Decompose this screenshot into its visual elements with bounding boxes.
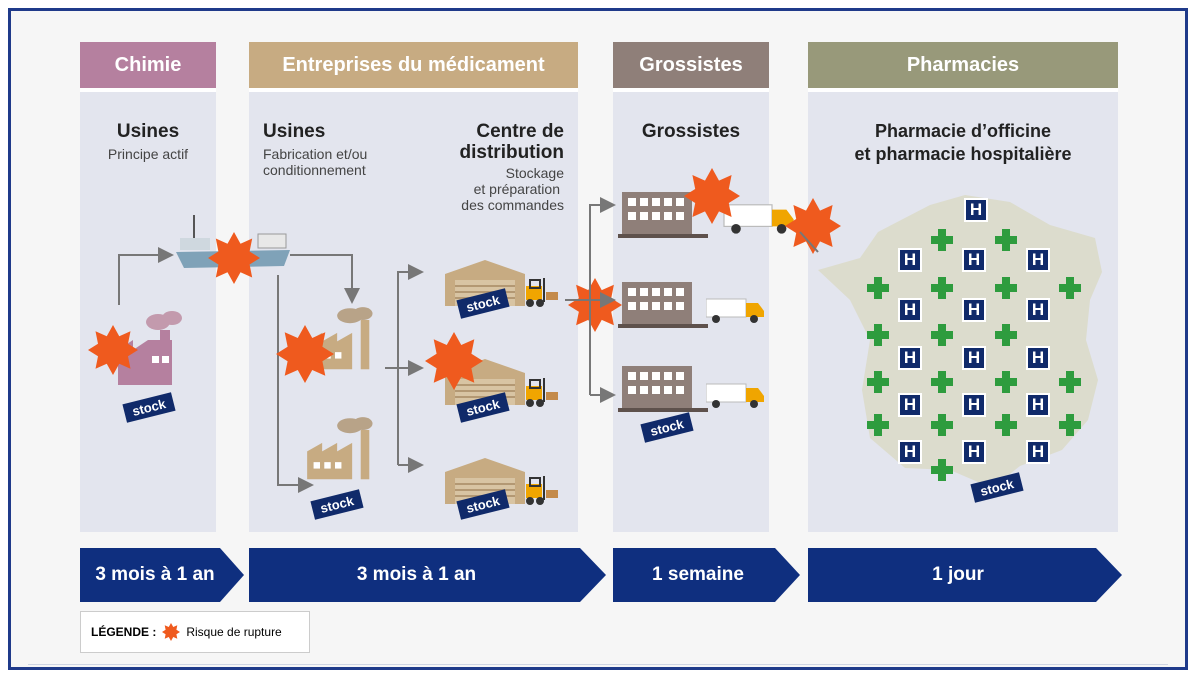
hospital-icon: H bbox=[962, 440, 986, 464]
hospital-icon: H bbox=[964, 198, 988, 222]
hospital-icon: H bbox=[962, 393, 986, 417]
hospital-icon: H bbox=[962, 346, 986, 370]
pharmacy-cross-icon bbox=[867, 277, 889, 299]
usines-subtitle-1: Fabrication et/ou bbox=[263, 146, 368, 162]
duration-entreprises: 3 mois à 1 an bbox=[356, 564, 477, 585]
pharmacy-cross-icon bbox=[867, 371, 889, 393]
distribution-title-1: Centre de bbox=[476, 121, 564, 142]
risk-burst-icon bbox=[162, 623, 181, 641]
chimie-title: Usines bbox=[116, 121, 180, 142]
hospital-icon: H bbox=[962, 248, 986, 272]
duration-arrow-shape-4 bbox=[808, 548, 1122, 602]
header-pharmacies: Pharmacies bbox=[808, 42, 1118, 92]
hospital-icon: H bbox=[898, 248, 922, 272]
hospital-icon: H bbox=[898, 440, 922, 464]
distribution-sub-2: et préparation bbox=[473, 181, 560, 197]
hospital-icon: H bbox=[1026, 298, 1050, 322]
chimie-column bbox=[80, 92, 216, 532]
hospital-icon: H bbox=[1026, 248, 1050, 272]
bottom-rule bbox=[28, 664, 1168, 665]
hospital-icon: H bbox=[1026, 440, 1050, 464]
header-entreprises: Entreprises du médicament bbox=[249, 42, 578, 92]
grossistes-title: Grossistes bbox=[641, 121, 741, 142]
hospital-icon: H bbox=[898, 298, 922, 322]
pharmacies-title-1: Pharmacie d’officine bbox=[874, 121, 1052, 141]
duration-arrow-shape-2 bbox=[249, 548, 606, 602]
duration-pharmacies: 1 jour bbox=[932, 564, 984, 585]
pharmacies-title-2: et pharmacie hospitalière bbox=[854, 144, 1072, 164]
pharmacy-cross-icon bbox=[995, 277, 1017, 299]
pharmacy-cross-icon bbox=[931, 277, 953, 299]
pharmacy-cross-icon bbox=[867, 324, 889, 346]
duration-grossistes: 1 semaine bbox=[652, 564, 744, 585]
pharmacy-cross-icon bbox=[1059, 277, 1081, 299]
pharmacy-cross-icon bbox=[931, 229, 953, 251]
pharmacy-cross-icon bbox=[931, 459, 953, 481]
pharmacy-cross-icon bbox=[931, 371, 953, 393]
usines-title: Usines bbox=[263, 121, 326, 142]
hospital-icon: H bbox=[962, 298, 986, 322]
header-grossistes: Grossistes bbox=[613, 42, 769, 92]
hospital-icon: H bbox=[1026, 346, 1050, 370]
distribution-title-2: distribution bbox=[459, 142, 564, 163]
duration-chimie: 3 mois à 1 an bbox=[95, 564, 215, 585]
duration-arrow-shape-1 bbox=[80, 548, 244, 602]
chimie-factory bbox=[118, 311, 182, 385]
legend: LÉGENDE : Risque de rupture bbox=[80, 611, 310, 653]
hospital-icon: H bbox=[898, 393, 922, 417]
distribution-sub-3: des commandes bbox=[461, 197, 564, 213]
pharmacy-cross-icon bbox=[867, 414, 889, 436]
chimie-subtitle: Principe actif bbox=[107, 146, 189, 162]
hospital-icon: H bbox=[898, 346, 922, 370]
pharmacy-cross-icon bbox=[995, 324, 1017, 346]
header-chimie: Chimie bbox=[80, 42, 216, 92]
pharmacy-cross-icon bbox=[1059, 414, 1081, 436]
legend-text: Risque de rupture bbox=[186, 625, 282, 639]
distribution-sub-1: Stockage bbox=[505, 165, 564, 181]
legend-label: LÉGENDE : bbox=[91, 625, 157, 639]
pharmacy-cross-icon bbox=[931, 414, 953, 436]
pharmacy-cross-icon bbox=[995, 229, 1017, 251]
usines-subtitle-2: conditionnement bbox=[263, 162, 366, 178]
pharmacy-cross-icon bbox=[1059, 371, 1081, 393]
hospital-icon: H bbox=[1026, 393, 1050, 417]
pharmacy-cross-icon bbox=[995, 414, 1017, 436]
pharmacy-cross-icon bbox=[995, 371, 1017, 393]
pharmacy-cross-icon bbox=[931, 324, 953, 346]
duration-arrow-shape-3 bbox=[613, 548, 800, 602]
